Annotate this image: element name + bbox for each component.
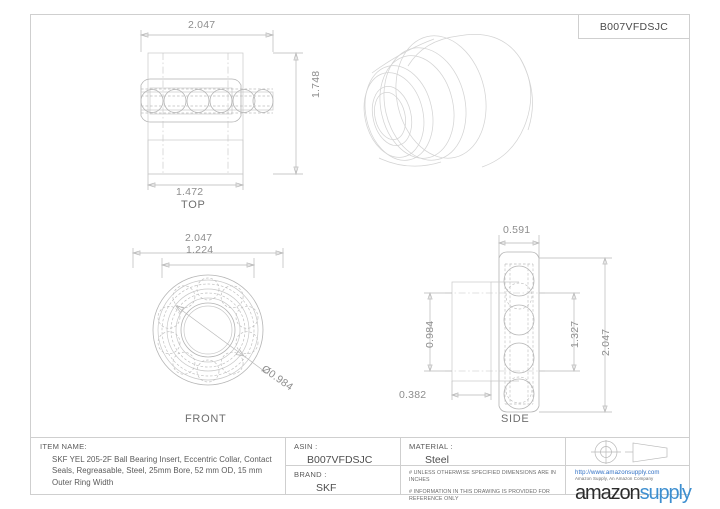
tb-vrule-3 xyxy=(565,437,566,495)
material-cell: MATERIAL : Steel xyxy=(409,442,559,466)
notes-cell: # UNLESS OTHERWISE SPECIFIED DIMENSIONS … xyxy=(409,470,561,503)
tb-vrule-1 xyxy=(285,437,286,495)
tb-hrule-1 xyxy=(285,465,690,466)
logo-supply-text: supply xyxy=(639,482,692,504)
material-value: Steel xyxy=(425,454,449,466)
side-dim-inner-dia-text: 1.327 xyxy=(569,320,581,348)
top-view-label: TOP xyxy=(181,199,206,211)
material-label: MATERIAL : xyxy=(409,442,453,451)
top-dim-width xyxy=(139,30,275,52)
brand-value: SKF xyxy=(316,482,337,494)
note-2: # INFORMATION IN THIS DRAWING IS PROVIDE… xyxy=(409,489,550,502)
front-view-label: FRONT xyxy=(185,413,227,425)
top-dim-height xyxy=(273,51,303,176)
amazonsupply-logo: amazonsupply xyxy=(575,482,692,504)
asin-value: B007VFDSJC xyxy=(307,454,373,466)
brand-label: BRAND : xyxy=(294,470,327,479)
front-dim-inner-text: 1.224 xyxy=(186,244,214,256)
side-dim-outer-dia xyxy=(602,256,608,414)
brand-cell: BRAND : SKF xyxy=(294,470,394,494)
front-bearing-body xyxy=(152,274,269,386)
item-name-value: SKF YEL 205-2F Ball Bearing Insert, Ecce… xyxy=(52,455,272,487)
top-dim-inner-width xyxy=(146,174,245,190)
asin-cell: ASIN : B007VFDSJC xyxy=(294,442,394,466)
asin-label: ASIN : xyxy=(294,442,318,451)
side-view-label: SIDE xyxy=(501,413,530,425)
front-dim-inner xyxy=(160,258,256,278)
item-name-cell: ITEM NAME: SKF YEL 205-2F Ball Bearing I… xyxy=(40,442,280,488)
side-dim-collar-bore xyxy=(424,291,452,373)
top-dim-width-text: 2.047 xyxy=(188,19,216,31)
amazonsupply-branding: http://www.amazonsupply.com Amazon Suppl… xyxy=(575,469,692,504)
tb-top-rule xyxy=(30,437,690,438)
side-dim-collar-bore-text: 0.984 xyxy=(424,320,436,348)
item-name-label: ITEM NAME: xyxy=(40,442,87,451)
side-dim-ring-width xyxy=(497,235,541,258)
side-dim-collar-width xyxy=(450,381,493,400)
tb-vrule-2 xyxy=(400,437,401,495)
logo-amazon-text: amazon xyxy=(575,482,641,504)
amazonsupply-tagline: Amazon Supply, An Amazon Company xyxy=(575,476,654,481)
drawing-frame xyxy=(30,14,690,495)
side-dim-ring-width-text: 0.591 xyxy=(503,224,531,236)
top-view-body xyxy=(140,52,274,175)
front-dim-outer xyxy=(131,248,285,268)
side-dim-inner-dia xyxy=(571,291,577,373)
side-bearing-body xyxy=(445,251,612,413)
title-block: ITEM NAME: SKF YEL 205-2F Ball Bearing I… xyxy=(30,437,692,503)
title-asin-box: B007VFDSJC xyxy=(578,15,689,39)
side-dim-outer-dia-text: 2.047 xyxy=(600,328,612,356)
third-angle-projection-icon xyxy=(591,440,668,464)
side-dim-collar-width-text: 0.382 xyxy=(399,389,427,401)
amazonsupply-url: http://www.amazonsupply.com xyxy=(575,469,660,476)
top-dim-inner-text: 1.472 xyxy=(176,186,204,198)
note-1: # UNLESS OTHERWISE SPECIFIED DIMENSIONS … xyxy=(409,470,556,483)
iso-bearing-body xyxy=(363,33,533,168)
projection-symbol-cell xyxy=(575,440,685,465)
front-dim-outer-text: 2.047 xyxy=(185,232,213,244)
title-asin-value: B007VFDSJC xyxy=(599,20,669,33)
